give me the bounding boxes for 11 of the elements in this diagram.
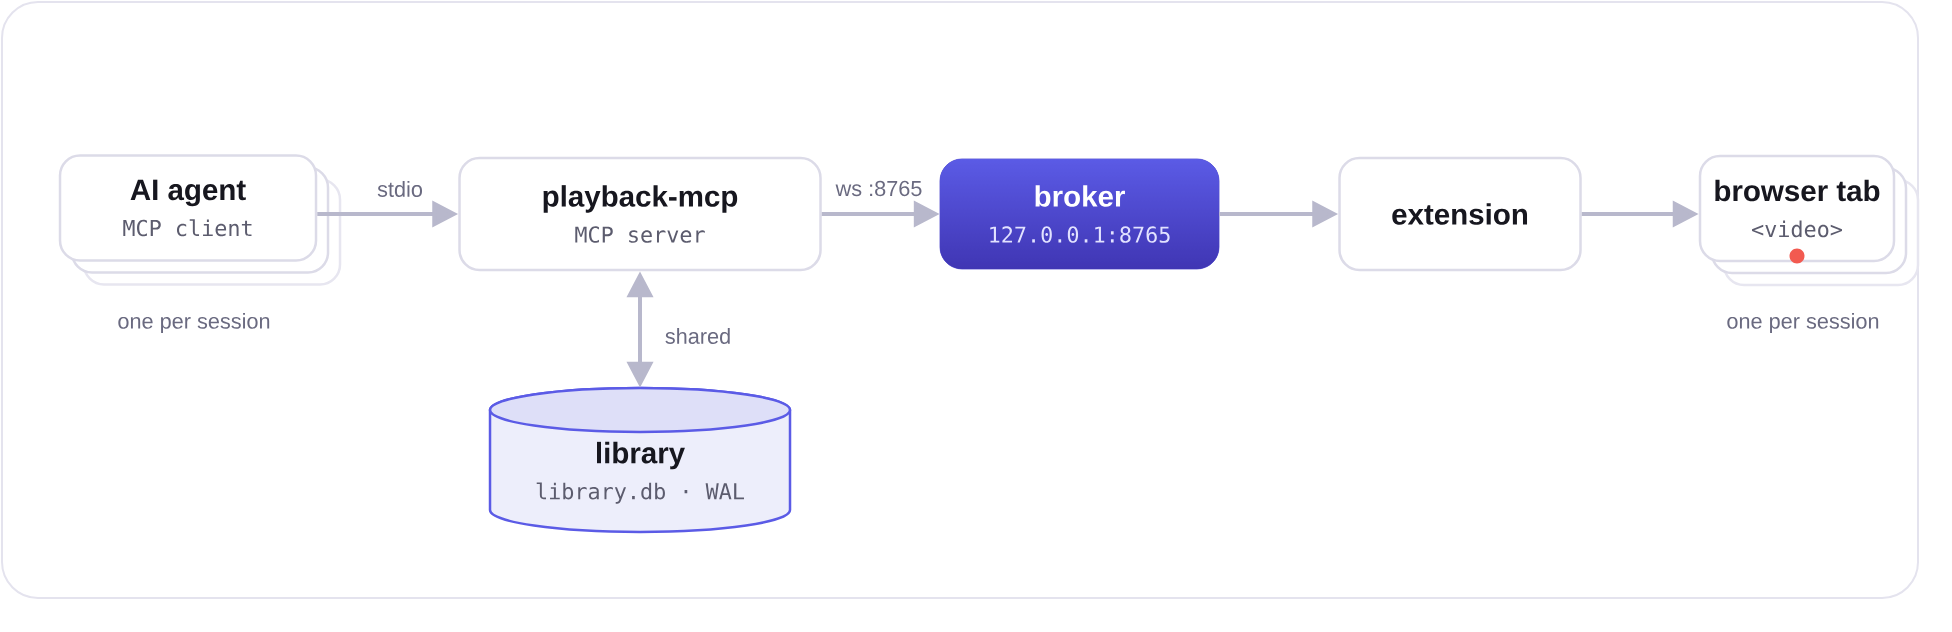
highlighted-box: broker 127.0.0.1:8765: [939, 158, 1220, 270]
rounded-box: AI agent MCP client: [58, 154, 318, 262]
label: one per session: [118, 312, 270, 334]
rounded-box: playback-mcp MCP server: [458, 156, 822, 272]
rounded-box: browser tab <video>: [1698, 154, 1896, 263]
edge-label: stdio: [375, 179, 425, 199]
label: one per session: [1727, 312, 1879, 334]
database-cylinder: library library.db · WAL: [488, 386, 792, 534]
edge-label: ws :8765: [833, 178, 925, 199]
edge-label: shared: [662, 326, 734, 346]
rounded-box: extension: [1338, 156, 1582, 272]
